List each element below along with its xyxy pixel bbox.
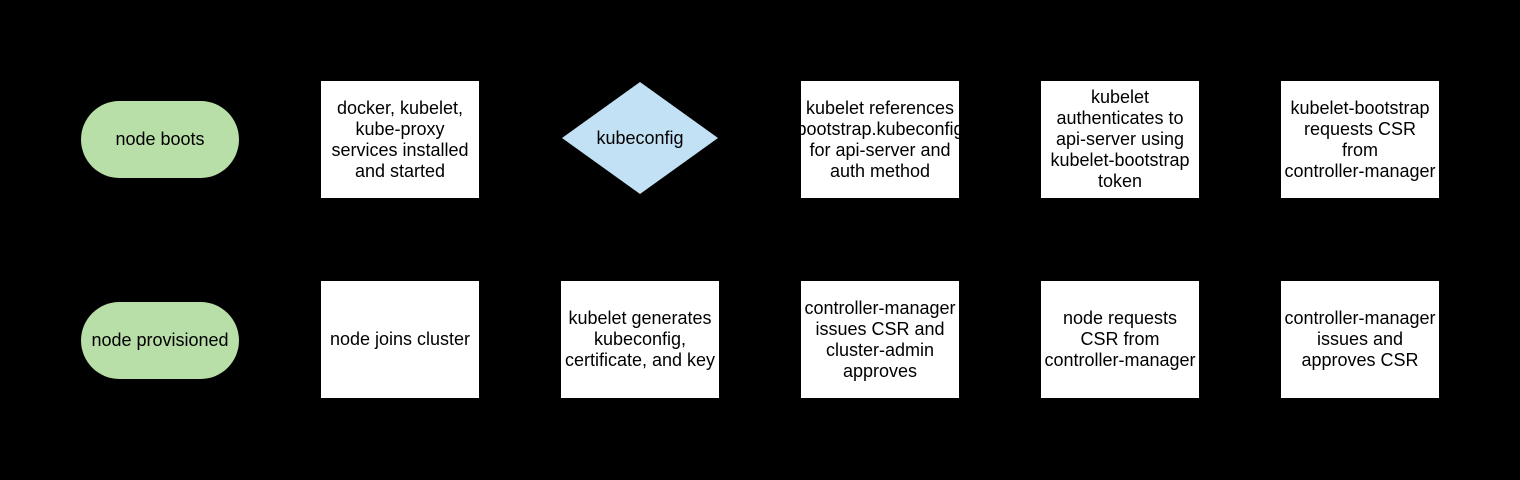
node-label: kubelet-bootstrap requests CSR from cont… xyxy=(1284,97,1436,181)
process-services-installed: docker, kubelet, kube-proxy services ins… xyxy=(321,81,479,198)
process-controller-manager-issues-csr-cluster-admin-approves: controller-manager issues CSR and cluste… xyxy=(801,281,959,398)
node-label: node boots xyxy=(115,129,205,149)
process-node-joins-cluster: node joins cluster xyxy=(321,281,479,398)
process-kubelet-generates-kubeconfig: kubelet generates kubeconfig, certificat… xyxy=(561,281,719,398)
node-label: node provisioned xyxy=(91,330,229,350)
decision-kubeconfig: kubeconfig xyxy=(562,82,718,194)
node-label: kubelet generates kubeconfig, certificat… xyxy=(564,308,716,370)
node-label: node requests CSR from controller-manage… xyxy=(1044,308,1196,370)
node-label: docker, kubelet, kube-proxy services ins… xyxy=(331,97,469,181)
process-kubelet-bootstrap-requests-csr: kubelet-bootstrap requests CSR from cont… xyxy=(1281,81,1439,198)
terminator-node-provisioned: node provisioned xyxy=(81,302,239,379)
node-label: kubeconfig xyxy=(596,127,684,148)
process-controller-manager-issues-approves-csr: controller-manager issues and approves C… xyxy=(1281,281,1439,398)
process-node-requests-csr: node requests CSR from controller-manage… xyxy=(1041,281,1199,398)
node-label: node joins cluster xyxy=(329,329,471,349)
node-label: kubelet authenticates to api-server usin… xyxy=(1050,87,1190,191)
node-label: kubelet references bootstrap.kubeconfig … xyxy=(801,97,959,181)
process-kubelet-references-bootstrap-kubeconfig: kubelet references bootstrap.kubeconfig … xyxy=(801,81,959,198)
process-kubelet-authenticates: kubelet authenticates to api-server usin… xyxy=(1041,81,1199,198)
node-label: controller-manager issues CSR and cluste… xyxy=(804,297,956,381)
terminator-node-boots: node boots xyxy=(81,101,239,178)
node-label: controller-manager issues and approves C… xyxy=(1284,308,1436,370)
